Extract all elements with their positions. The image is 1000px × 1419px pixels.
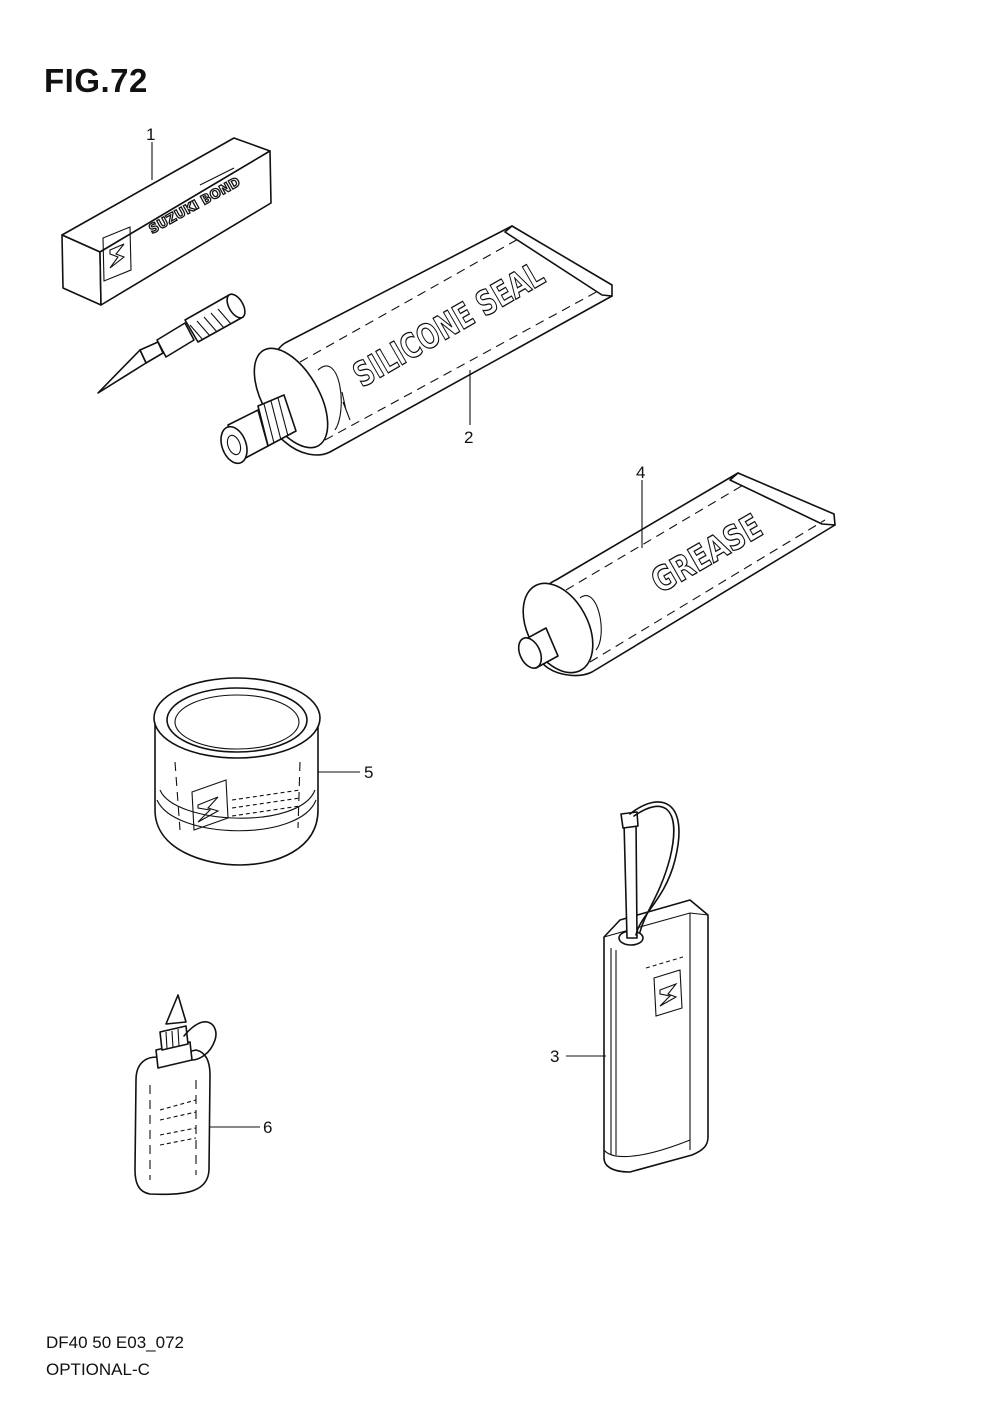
figure-title: FIG.72 [44,62,148,99]
callout-2: 2 [464,428,473,447]
suzuki-logo-icon [653,969,683,1017]
callout-leaders [151,142,643,1128]
part-1-bond-box[interactable]: SUZUKI BOND [61,137,272,306]
callout-5: 5 [364,763,373,782]
part-4-grease-tube[interactable]: GREASE [509,472,836,684]
callout-1: 1 [146,125,155,144]
part-6-oil-bottle[interactable] [134,994,217,1196]
footer-section: OPTIONAL-C [46,1360,150,1379]
part-5-ring-container[interactable] [153,677,321,866]
suzuki-logo-icon [191,779,229,831]
part-2-silicone-tube[interactable]: SILICONE SEAL [216,225,613,467]
footer-code: DF40 50 E03_072 [46,1333,184,1352]
part-3-oil-can[interactable] [603,801,709,1173]
suzuki-logo-icon [102,226,132,282]
part-1-bond-nozzle[interactable] [97,291,249,394]
callout-6: 6 [263,1118,272,1137]
callout-4: 4 [636,463,645,482]
callout-3: 3 [550,1047,559,1066]
